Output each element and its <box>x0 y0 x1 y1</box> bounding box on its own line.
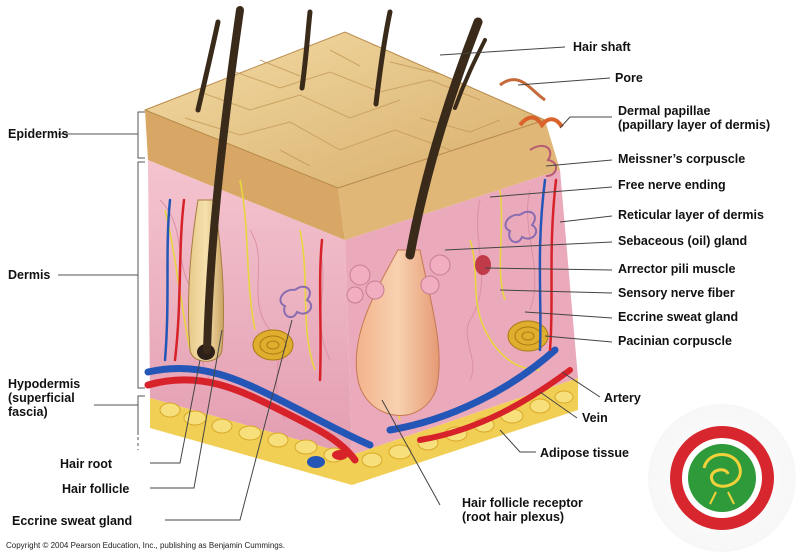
epidermis-right-face <box>338 120 560 240</box>
dermis-label: Dermis <box>8 268 51 282</box>
reticular-layer-label: Reticular layer of dermis <box>618 208 764 222</box>
eccrine-sweat-gland-bottom-label: Eccrine sweat gland <box>12 514 133 528</box>
arrector-pili-shape <box>475 255 491 275</box>
sebaceous-gland-label: Sebaceous (oil) gland <box>618 234 748 248</box>
vessel-ends <box>307 450 348 468</box>
sebaceous-gland-shape <box>346 254 451 304</box>
layer-brackets <box>58 111 145 450</box>
vein-label: Vein <box>582 411 608 425</box>
arrector-pili-label: Arrector pili muscle <box>618 262 736 276</box>
epidermis-front-face <box>145 110 345 240</box>
pore-label: Pore <box>615 71 643 85</box>
adipose-tissue-label: Adipose tissue <box>540 446 629 460</box>
eccrine-sweat-gland-right-label: Eccrine sweat gland <box>618 310 739 324</box>
hypodermis-label: Hypodermis (superficial fascia) <box>8 377 81 419</box>
leader-lines-bottom <box>150 319 441 521</box>
meissners-corpuscle-label: Meissner’s corpuscle <box>618 152 746 166</box>
artery-vessel <box>144 376 359 464</box>
epidermis-texture <box>184 49 501 167</box>
hair-root-label: Hair root <box>60 457 113 471</box>
vein-vessel <box>144 365 374 449</box>
hair-shafts <box>195 6 487 354</box>
sweat-gland-coils <box>279 210 538 319</box>
artery-label: Artery <box>604 391 641 405</box>
dermal-papillae-shape <box>518 115 564 129</box>
free-nerve-ending-label: Free nerve ending <box>618 178 726 192</box>
hair-follicle-receptor-label: Hair follicle receptor (root hair plexus… <box>462 496 583 524</box>
copyright-notice: Copyright © 2004 Pearson Education, Inc.… <box>6 541 285 550</box>
epidermis-label: Epidermis <box>8 127 69 141</box>
rx-foundation-seal <box>648 404 796 552</box>
pacinian-corpuscle-label: Pacinian corpuscle <box>618 334 732 348</box>
pacinian-corpuscles <box>252 320 549 361</box>
hair-shaft-label: Hair shaft <box>573 40 631 54</box>
hair-follicle-label: Hair follicle <box>62 482 130 496</box>
sensory-nerve-fiber-label: Sensory nerve fiber <box>618 286 735 300</box>
meissners-corpuscle-shape <box>529 144 557 177</box>
blood-vessels <box>144 178 573 464</box>
pore-shape <box>499 78 546 102</box>
leader-lines <box>439 46 613 453</box>
dermal-papillae-label: Dermal papillae (papillary layer of derm… <box>618 104 771 132</box>
